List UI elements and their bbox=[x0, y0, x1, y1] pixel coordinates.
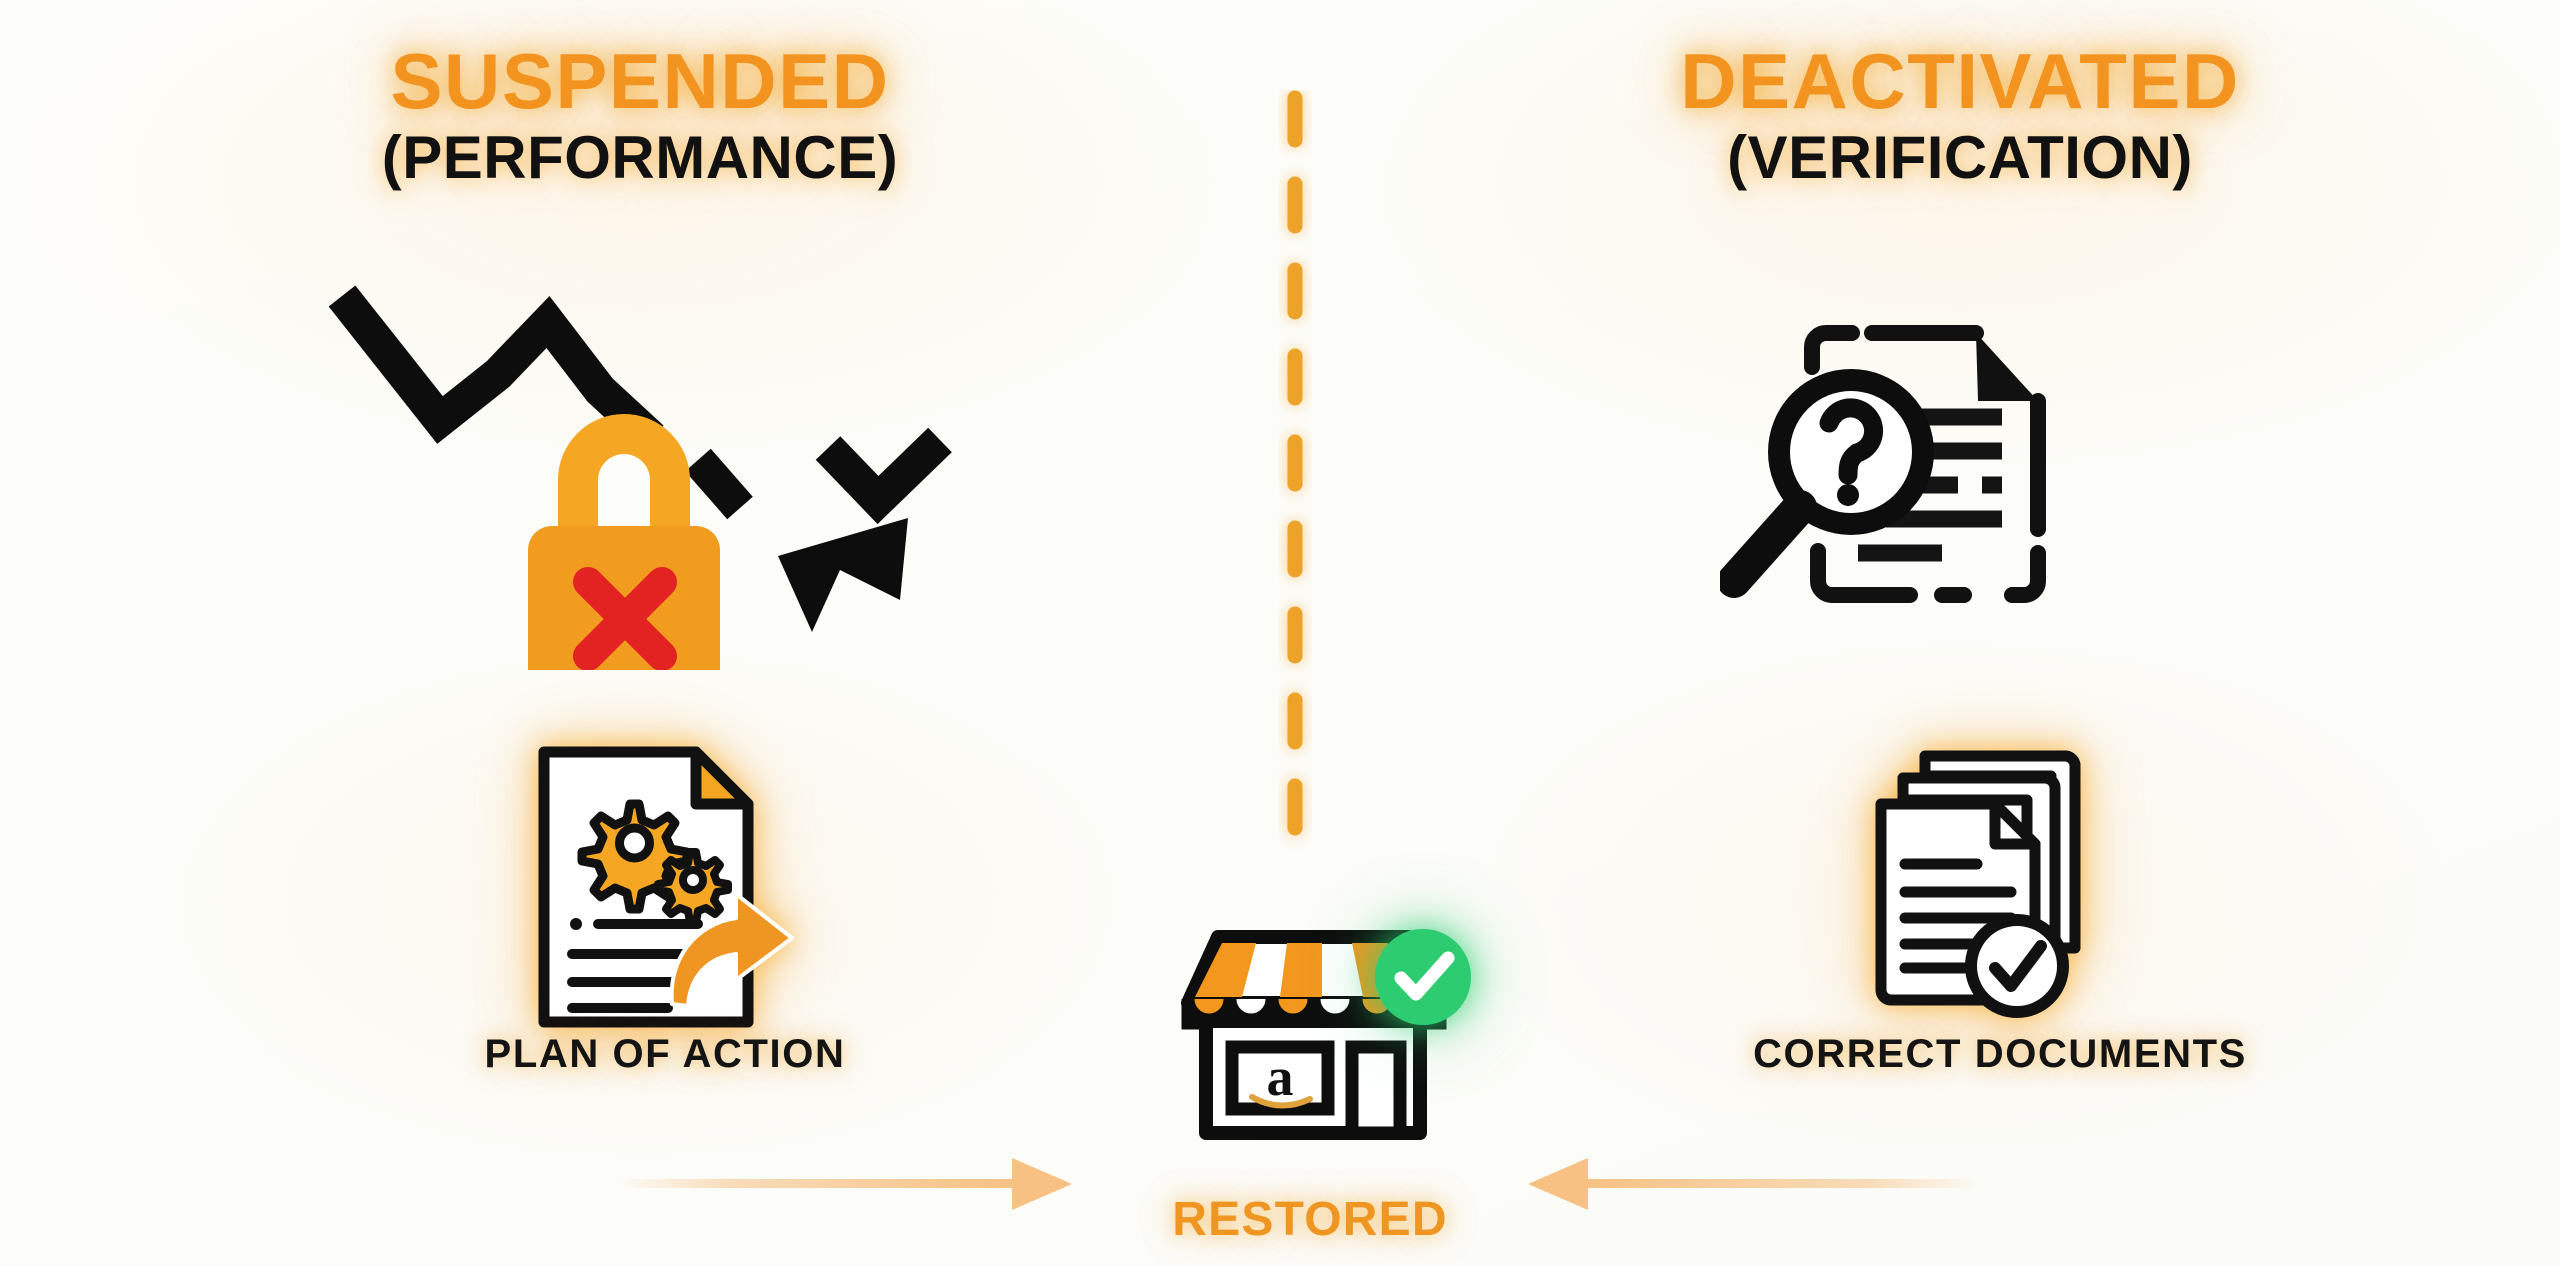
arrow-left-to-center bbox=[620, 1158, 1072, 1210]
vertical-dashed-divider bbox=[1287, 90, 1303, 880]
verification-document-outline bbox=[1804, 325, 2046, 603]
stacked-documents-verified-icon bbox=[1855, 742, 2145, 1032]
document-under-magnifier-question-icon bbox=[1717, 295, 2120, 645]
right-title: DEACTIVATED bbox=[1680, 37, 2240, 125]
plan-of-action-document-icon bbox=[520, 742, 810, 1032]
trend-arrowhead bbox=[778, 518, 908, 632]
correct-documents-caption: CORRECT DOCUMENTS bbox=[1753, 1032, 2247, 1076]
forward-arrow-icon bbox=[669, 892, 794, 1008]
right-subtitle: (VERIFICATION) bbox=[1727, 124, 2193, 191]
declining-chart-with-locked-padlock-icon bbox=[300, 270, 960, 706]
restored-caption: RESTORED bbox=[1172, 1193, 1448, 1246]
right-heading-block: DEACTIVATED (VERIFICATION) bbox=[1390, 42, 2530, 189]
padlock-icon bbox=[528, 414, 720, 706]
declining-trend-line bbox=[328, 285, 952, 525]
left-subtitle: (PERFORMANCE) bbox=[381, 124, 899, 191]
red-x-mark bbox=[573, 567, 677, 671]
green-check-badge bbox=[1368, 922, 1478, 1032]
magnifier-question-icon bbox=[1717, 369, 1934, 598]
left-title: SUSPENDED bbox=[390, 37, 890, 125]
gear-small-icon bbox=[654, 848, 732, 926]
check-circle-icon bbox=[1965, 914, 2069, 1018]
plan-of-action-caption: PLAN OF ACTION bbox=[484, 1032, 846, 1076]
arrow-right-to-center bbox=[1528, 1158, 1980, 1210]
amazon-letter-a: a bbox=[1267, 1047, 1294, 1107]
left-heading-block: SUSPENDED (PERFORMANCE) bbox=[70, 42, 1210, 189]
